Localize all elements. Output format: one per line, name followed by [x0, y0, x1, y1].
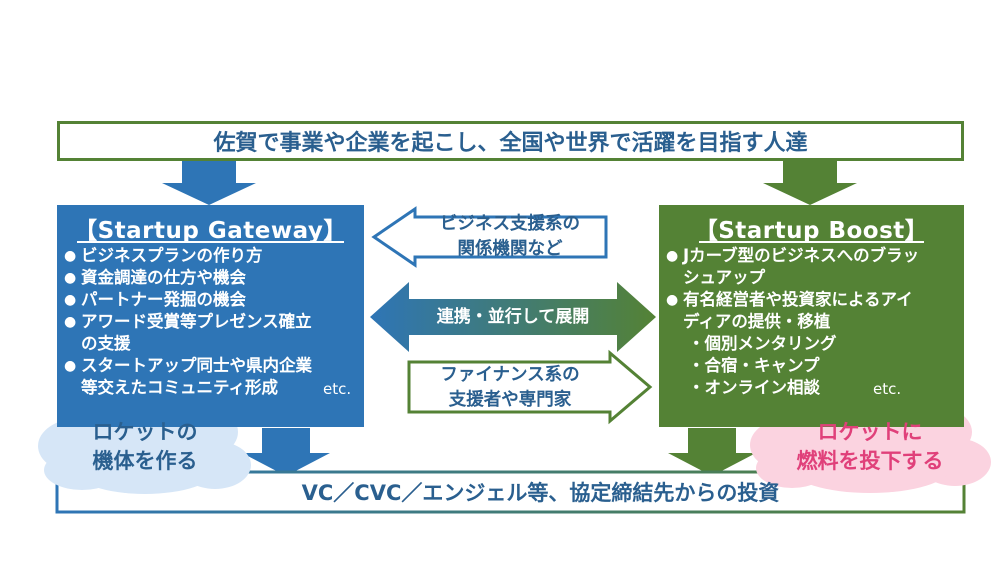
boost-etc: etc. — [873, 380, 902, 398]
double-arrow-collaboration — [370, 282, 656, 352]
business-support-line-1: ビジネス支援系の — [440, 214, 580, 234]
top-banner: 佐賀で事業や企業を起こし、全国や世界で活躍を目指す人達 — [57, 121, 964, 161]
down-arrow-left-bottom — [242, 428, 330, 476]
list-item-continued: ディアの提供・移植 — [683, 312, 831, 331]
down-arrow-right-bottom — [668, 428, 756, 476]
finance-support-label: ファイナンス系の 支援者や専門家 — [411, 363, 609, 413]
sub-list-item: ・合宿・キャンプ — [688, 356, 820, 375]
left-arrow-business-support — [371, 206, 608, 268]
bottom-banner: VC／CVC／エンジェル等、協定締結先からの投資 — [57, 472, 964, 512]
boost-title-underline — [699, 241, 924, 243]
list-item-continued: シュアップ — [683, 268, 766, 287]
boost-title: 【Startup Boost】 — [694, 218, 929, 244]
gateway-title-underline — [77, 241, 344, 243]
list-item: スタートアップ同士や県内企業 — [64, 355, 364, 377]
gateway-title: 【Startup Gateway】 — [74, 218, 347, 244]
down-arrow-left-top — [162, 160, 256, 205]
list-item: Jカーブ型のビジネスへのブラッ — [666, 245, 964, 267]
bottom-banner-text: VC／CVC／エンジェル等、協定締結先からの投資 — [301, 481, 780, 505]
list-item: アワード受賞等プレゼンス確立 — [64, 311, 364, 333]
list-item: 資金調達の仕方や機会 — [64, 267, 364, 289]
sub-list-item: ・個別メンタリング — [688, 334, 837, 353]
boost-list: Jカーブ型のビジネスへのブラッ シュアップ 有名経営者や投資家によるアイ ディア… — [666, 245, 964, 399]
gateway-etc: etc. — [323, 380, 352, 398]
gateway-panel: 【Startup Gateway】 ビジネスプランの作り方 資金調達の仕方や機会… — [57, 205, 364, 427]
cloud-right-line-2: 燃料を投下する — [796, 449, 944, 473]
right-arrow-finance-support — [407, 349, 653, 425]
cloud-left-line-2: 機体を作る — [92, 449, 198, 473]
top-banner-text: 佐賀で事業や企業を起こし、全国や世界で活躍を目指す人達 — [213, 131, 808, 156]
business-support-label: ビジネス支援系の 関係機関など — [416, 212, 604, 262]
down-arrow-right-top — [763, 160, 857, 205]
finance-support-line-1: ファイナンス系の — [440, 365, 580, 385]
cloud-right-label: ロケットに 燃料を投下する — [770, 418, 970, 476]
collaboration-text: 連携・並行して展開 — [436, 307, 590, 327]
finance-support-line-2: 支援者や専門家 — [448, 390, 572, 410]
list-item-continued: 等交えたコミュニティ形成 — [81, 378, 279, 397]
gateway-list: ビジネスプランの作り方 資金調達の仕方や機会 パートナー発掘の機会 アワード受賞… — [64, 245, 364, 399]
business-support-line-2: 関係機関など — [457, 239, 563, 259]
list-item: パートナー発掘の機会 — [64, 289, 364, 311]
cloud-left-label: ロケットの 機体を作る — [60, 418, 230, 476]
cloud-left-line-1: ロケットの — [92, 420, 198, 444]
collaboration-label: 連携・並行して展開 — [409, 305, 617, 330]
list-item: 有名経営者や投資家によるアイ — [666, 289, 964, 311]
list-item-continued: の支援 — [81, 334, 131, 353]
sub-list-item: ・オンライン相談 — [688, 378, 820, 397]
list-item: ビジネスプランの作り方 — [64, 245, 364, 267]
cloud-right-line-1: ロケットに — [817, 420, 923, 444]
boost-panel: 【Startup Boost】 Jカーブ型のビジネスへのブラッ シュアップ 有名… — [659, 205, 964, 427]
